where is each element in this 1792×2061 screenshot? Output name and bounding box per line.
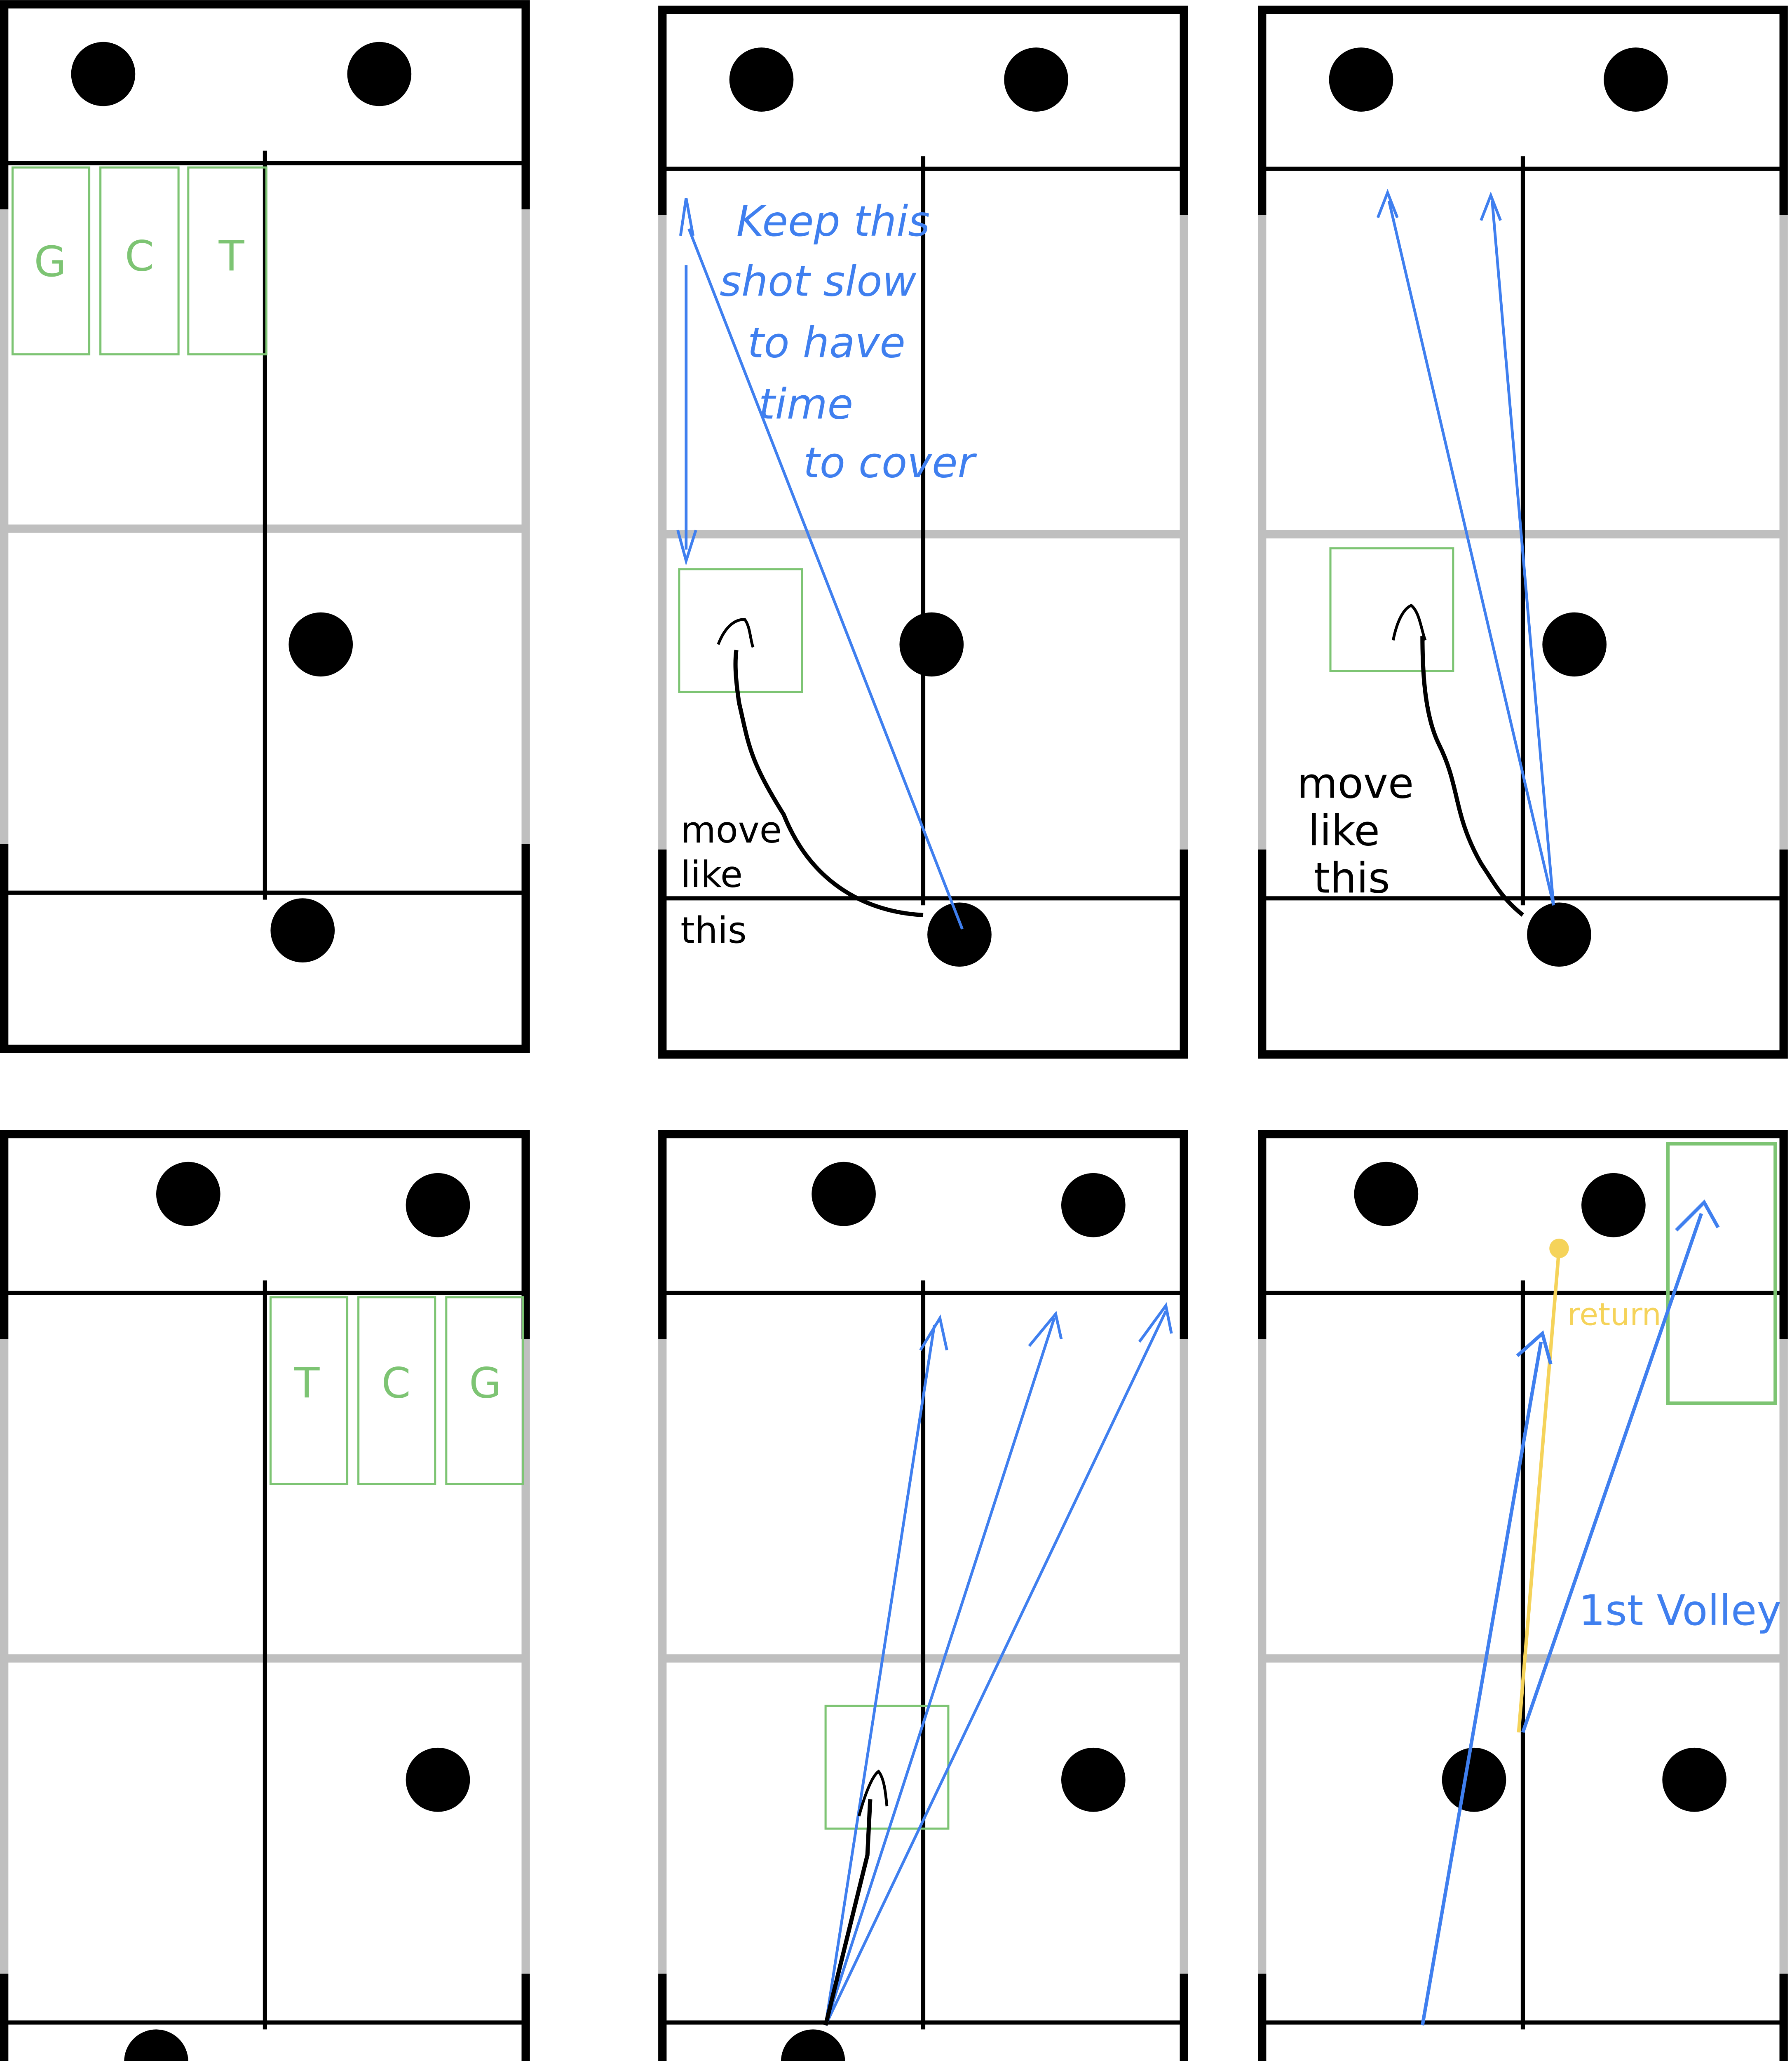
court-panel-2: Keep this shot slow to have time to cove…: [662, 10, 1184, 1054]
player-dot: [71, 42, 136, 106]
zone-label: T: [218, 232, 245, 281]
court-panel-6: return 1st Volley: [1262, 904, 1783, 2061]
movement-path: [733, 650, 924, 917]
return-path: [1517, 1238, 1569, 1733]
note-text: to have: [748, 318, 905, 367]
zone-label: T: [293, 1359, 320, 1408]
court-panel-3: move like this: [1262, 10, 1783, 1054]
note-text: Keep this: [737, 197, 930, 246]
court-panel-5: [662, 1134, 1184, 2061]
zone-label: C: [125, 232, 154, 281]
move-text: this: [1314, 854, 1390, 903]
note-text: shot slow: [720, 257, 917, 306]
move-text: like: [680, 853, 743, 896]
zone-label: C: [382, 1359, 411, 1408]
move-text: move: [1297, 759, 1414, 808]
target-zones: [11, 166, 267, 356]
player-dot: [270, 898, 335, 962]
note-text: to cover: [803, 438, 977, 487]
shot-arrow-icon: [676, 198, 964, 930]
player-dot: [347, 42, 412, 106]
note-text: time: [759, 380, 853, 428]
zone-label: G: [469, 1359, 502, 1408]
move-text: this: [680, 909, 747, 952]
court-panel-1: G C T: [4, 4, 525, 1049]
return-label: return: [1567, 1297, 1661, 1333]
move-text: move: [680, 809, 782, 851]
move-text: like: [1308, 807, 1380, 855]
court-panel-4: T C G: [4, 1134, 525, 2061]
player-dot: [289, 612, 353, 677]
volley-label: 1st Volley: [1579, 1586, 1781, 1635]
zone-label: G: [34, 237, 66, 286]
